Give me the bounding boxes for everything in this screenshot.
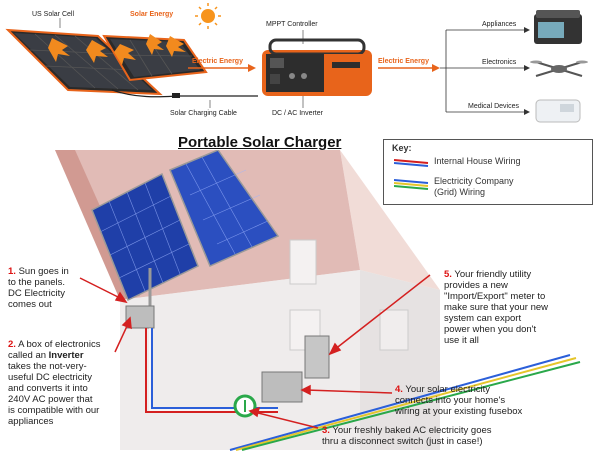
solar-energy-label: Solar Energy xyxy=(130,11,173,18)
mppt-label: MPPT Controller xyxy=(266,21,318,28)
key-grid-wiring-line2: (Grid) Wiring xyxy=(434,187,485,197)
step-5-text: 5. Your friendly utility provides a new … xyxy=(444,269,548,346)
step-1-line-2: to the panels. xyxy=(8,277,65,288)
house-side-wall xyxy=(360,270,440,450)
step-1-number: 1. xyxy=(8,266,16,277)
step-2-number: 2. xyxy=(8,339,16,350)
power-station xyxy=(262,40,372,96)
step-5-line-3: "Import/Export" meter to xyxy=(444,291,545,302)
step-3-line-2: thru a disconnect switch (just in case!) xyxy=(322,436,483,447)
step-5-line-5: system can export xyxy=(444,313,521,324)
meter-box xyxy=(305,336,329,378)
step-3-number: 3. xyxy=(322,425,330,436)
drone-icon xyxy=(530,61,588,77)
step-5-number: 5. xyxy=(444,269,452,280)
step-3-text: 3. Your freshly baked AC electricity goe… xyxy=(322,425,492,447)
step-2-line-1: A box of electronics xyxy=(18,339,100,350)
page-title: Portable Solar Charger xyxy=(178,134,341,151)
step-2-line-6: 240V AC power that xyxy=(8,394,93,405)
step-4-number: 4. xyxy=(395,384,403,395)
step-2-line-5: and converts it into xyxy=(8,383,88,394)
step-5-line-1: Your friendly utility xyxy=(454,269,531,280)
key-internal-wiring: Internal House Wiring xyxy=(434,156,521,166)
step-1-line-1: Sun goes in xyxy=(19,266,69,277)
solar-cell-label: US Solar Cell xyxy=(32,11,74,18)
step-2-line-2-prefix: called an xyxy=(8,350,49,361)
legend-key: Key: Internal House Wiring Electricity C… xyxy=(383,139,593,205)
electric-energy-right-label: Electric Energy xyxy=(378,58,429,65)
step-4-line-3: wiring at your existing fusebox xyxy=(395,406,522,417)
step-2-line-3: takes the not-very- xyxy=(8,361,87,372)
step-4-line-2: connects into your home's xyxy=(395,395,505,406)
inverter-box xyxy=(262,372,302,402)
medical-device-icon xyxy=(536,100,580,122)
step-5-line-6: power when you don't xyxy=(444,324,536,335)
key-heading: Key: xyxy=(392,143,412,153)
output-electronics-label: Electronics xyxy=(482,59,516,66)
charging-cable-label: Solar Charging Cable xyxy=(170,110,237,117)
step-2-inverter-word: Inverter xyxy=(49,350,84,361)
step-5-line-7: use it all xyxy=(444,335,479,346)
key-swatches xyxy=(394,156,434,196)
step-3-line-1: Your freshly baked AC electricity goes xyxy=(332,425,491,436)
output-appliances-label: Appliances xyxy=(482,21,516,28)
output-branches xyxy=(440,30,526,112)
step-2-line-4: useful DC electricity xyxy=(8,372,92,383)
step-2-text: 2. A box of electronics called an Invert… xyxy=(8,339,100,427)
step-5-line-4: make sure that your new xyxy=(444,302,548,313)
key-grid-wiring-line1: Electricity Company xyxy=(434,176,514,186)
electric-energy-left-label: Electric Energy xyxy=(192,58,243,65)
step-1-line-4: comes out xyxy=(8,299,52,310)
cooler-icon xyxy=(534,10,582,44)
sun-icon xyxy=(195,3,221,29)
step-2-line-7: is compatible with our xyxy=(8,405,99,416)
step-4-line-1: Your solar electricity xyxy=(405,384,490,395)
step-4-text: 4. Your solar electricity connects into … xyxy=(395,384,522,417)
inverter-label: DC / AC Inverter xyxy=(272,110,323,117)
step-2-line-8: appliances xyxy=(8,416,53,427)
step-1-text: 1. Sun goes in to the panels. DC Electri… xyxy=(8,266,69,310)
step-1-line-3: DC Electricity xyxy=(8,288,65,299)
output-medical-label: Medical Devices xyxy=(468,103,519,110)
step-5-line-2: provides a new xyxy=(444,280,508,291)
